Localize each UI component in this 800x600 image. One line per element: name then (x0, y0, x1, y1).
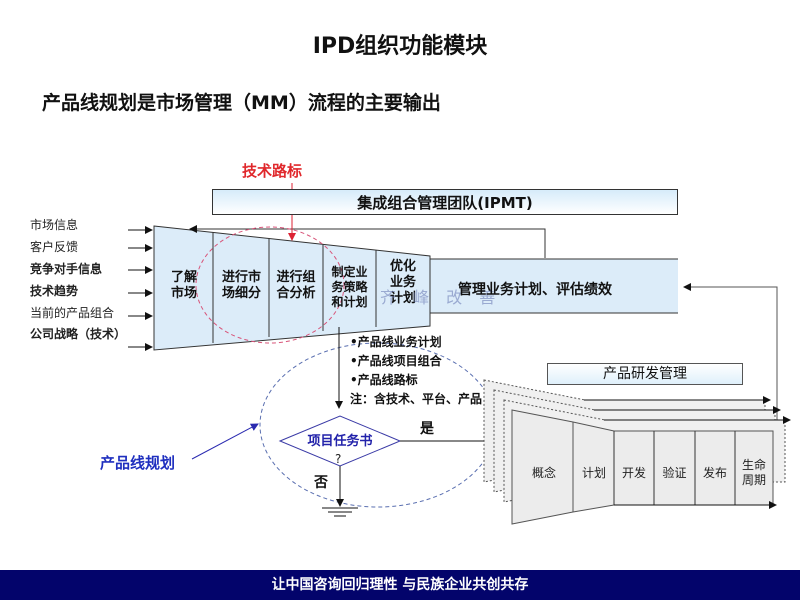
yes-label: 是 (420, 421, 434, 437)
stage-text: 制定业 (331, 265, 368, 279)
stage-text: 务策略 (331, 280, 368, 294)
decision-question: ? (335, 452, 342, 466)
output-item: 注：含技术、平台、产品 (350, 392, 483, 406)
phase-verify: 验证 (662, 466, 687, 480)
planning-pointer (191, 423, 259, 460)
decision-label: 项目任务书 (307, 434, 373, 449)
stage-market-segmentation: 进行市 场细分 (214, 270, 269, 302)
phase-lifecycle: 生命 周期 (735, 458, 773, 488)
input-current-portfolio: 当前的产品组合 (30, 306, 115, 320)
stage-understand-market: 了解 市场 (156, 270, 212, 302)
feedback-arrow (189, 225, 546, 258)
phase-plan: 计划 (581, 466, 606, 480)
input-market-info: 市场信息 (30, 218, 79, 232)
no-label: 否 (314, 475, 328, 491)
phase-text: 生命 (741, 458, 766, 472)
stage-text: 进行组 (276, 270, 316, 285)
stage-text: 市场 (170, 286, 197, 301)
pd-layer-front (511, 409, 777, 525)
stage-text: 场细分 (221, 286, 261, 301)
stage-text: 计划 (389, 291, 416, 306)
ipmt-box: 集成组合管理团队(IPMT) (212, 189, 678, 215)
output-item: •产品线路标 (350, 373, 418, 387)
input-tech-trends: 技术趋势 (30, 284, 79, 298)
stage-strategy-plan: 制定业 务策略 和计划 (323, 265, 376, 310)
mgmt-box (430, 259, 678, 313)
stage-text: 合分析 (276, 286, 316, 301)
stage-text: 业务 (389, 275, 416, 290)
output-item: •产品线项目组合 (350, 354, 442, 368)
ground-icon (322, 507, 358, 517)
stage-text: 进行市 (221, 270, 261, 285)
input-arrows (128, 226, 153, 351)
pdm-box: 产品研发管理 (547, 363, 743, 385)
phase-text: 周期 (741, 473, 766, 487)
tech-roadmap-circle (195, 226, 345, 344)
stage-text: 了解 (170, 270, 197, 285)
stage-optimize-plan: 优化 业务 计划 (376, 259, 430, 307)
phase-release: 发布 (702, 466, 727, 480)
output-item: •产品线业务计划 (350, 335, 442, 349)
input-company-strategy: 公司战略（技术） (30, 327, 127, 341)
stage-text: 和计划 (331, 295, 368, 309)
input-customer-feedback: 客户反馈 (30, 240, 79, 254)
stage-text: 优化 (389, 259, 416, 274)
product-line-planning-label: 产品线规划 (100, 454, 176, 472)
watermark: 齐 峰 改 善 (380, 288, 502, 307)
subtitle: 产品线规划是市场管理（MM）流程的主要输出 (42, 92, 441, 114)
input-competitor-info: 竞争对手信息 (30, 262, 103, 276)
phase-develop: 开发 (621, 466, 646, 480)
tech-roadmap-label: 技术路标 (242, 162, 303, 180)
phase-concept: 概念 (531, 466, 556, 480)
stage-portfolio-analysis: 进行组 合分析 (269, 270, 323, 302)
page-title: IPD组织功能模块 (312, 34, 488, 59)
footer-banner: 让中国咨询回归理性 与民族企业共创共存 (0, 570, 800, 600)
mgmt-label: 管理业务计划、评估绩效 (458, 282, 612, 298)
